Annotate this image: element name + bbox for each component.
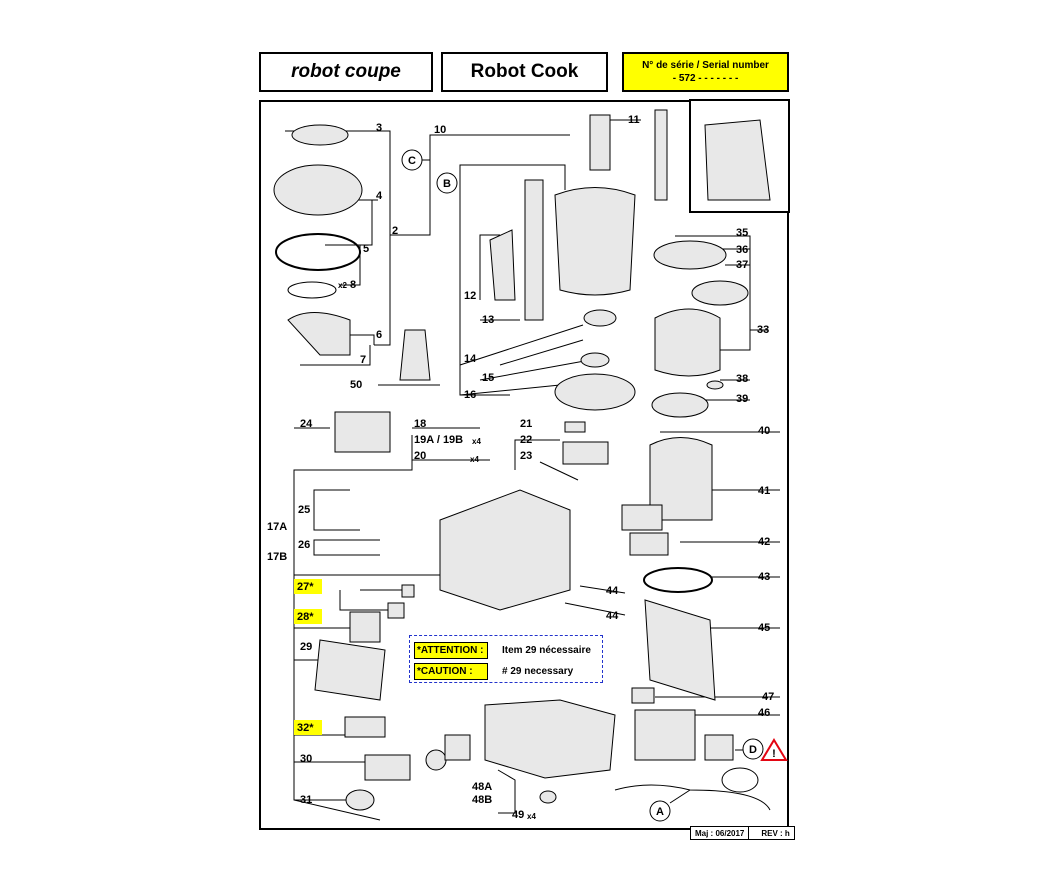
label-6: 6 xyxy=(376,329,382,341)
label-16: 16 xyxy=(464,389,476,401)
label-5: 5 xyxy=(363,243,369,255)
label-23: 23 xyxy=(520,450,532,462)
label-14: 14 xyxy=(464,353,477,365)
label-47: 47 xyxy=(762,691,774,703)
footer-date: Maj : 06/2017 xyxy=(695,828,745,838)
label-33: 33 xyxy=(757,324,769,336)
label-22: 22 xyxy=(520,434,532,446)
label-19ab: 19A / 19B xyxy=(414,434,463,446)
callout-d: D xyxy=(749,744,757,756)
label-x2: x2 xyxy=(338,281,347,290)
callout-b: B xyxy=(443,178,451,190)
label-48b: 48B xyxy=(472,794,492,806)
title-text: Robot Cook xyxy=(470,61,579,82)
document-title: Robot Cook xyxy=(441,52,608,92)
label-x4-b: x4 xyxy=(470,455,479,464)
logo-text: robot coupe xyxy=(291,61,401,82)
label-4: 4 xyxy=(376,190,383,202)
label-15: 15 xyxy=(482,372,494,384)
label-36: 36 xyxy=(736,244,748,256)
callout-a: A xyxy=(656,806,664,818)
label-18: 18 xyxy=(414,418,426,430)
highlight-32 xyxy=(294,720,322,735)
label-28: 28* xyxy=(297,611,314,623)
attention-notice: *ATTENTION : Item 29 nécessaire *CAUTION… xyxy=(409,635,603,683)
label-49: 49 xyxy=(512,809,524,821)
label-42: 42 xyxy=(758,536,770,548)
attention-label: *ATTENTION : xyxy=(414,641,488,659)
label-31: 31 xyxy=(300,794,312,806)
label-46: 46 xyxy=(758,707,770,719)
serial-label: N° de série / Serial number xyxy=(642,60,769,71)
label-50: 50 xyxy=(350,379,362,391)
label-25: 25 xyxy=(298,504,310,516)
callout-c: C xyxy=(408,155,416,167)
footer-rev: REV : h xyxy=(761,828,790,838)
label-17a: 17A xyxy=(267,521,287,533)
label-7: 7 xyxy=(360,354,366,366)
label-13: 13 xyxy=(482,314,494,326)
label-40: 40 xyxy=(758,425,770,437)
robot-coupe-logo: robot coupe xyxy=(259,52,433,92)
diagram-frame xyxy=(259,100,789,830)
highlight-27 xyxy=(294,579,322,594)
svg-text:!: ! xyxy=(772,748,776,760)
label-37: 37 xyxy=(736,259,748,271)
attention-text: Item 29 nécessaire xyxy=(502,644,591,656)
warning-icon xyxy=(760,738,788,761)
label-17b: 17B xyxy=(267,551,287,563)
label-26: 26 xyxy=(298,539,310,551)
label-35: 35 xyxy=(736,227,748,239)
label-29: 29 xyxy=(300,641,312,653)
label-10: 10 xyxy=(434,124,446,136)
label-41: 41 xyxy=(758,485,770,497)
label-24: 24 xyxy=(300,418,313,430)
label-44-a: 44 xyxy=(606,585,619,597)
label-20: 20 xyxy=(414,450,426,462)
label-3: 3 xyxy=(376,122,382,134)
serial-value: - 572 - - - - - - - xyxy=(672,73,739,84)
label-30: 30 xyxy=(300,753,312,765)
label-48a: 48A xyxy=(472,781,492,793)
label-38: 38 xyxy=(736,373,748,385)
label-11: 11 xyxy=(628,114,640,126)
label-32: 32* xyxy=(297,722,314,734)
label-12: 12 xyxy=(464,290,476,302)
label-27: 27* xyxy=(297,581,314,593)
label-2: 2 xyxy=(392,225,398,237)
label-43: 43 xyxy=(758,571,770,583)
label-21: 21 xyxy=(520,418,532,430)
label-x4-c: x4 xyxy=(527,812,536,821)
caution-text: # 29 necessary xyxy=(502,665,574,677)
caution-label: *CAUTION : xyxy=(414,662,488,680)
highlight-28 xyxy=(294,609,322,624)
serial-number-box: N° de série / Serial number - 572 - - - … xyxy=(622,52,789,92)
label-44-b: 44 xyxy=(606,610,619,622)
label-x4-a: x4 xyxy=(472,437,481,446)
label-39: 39 xyxy=(736,393,748,405)
label-45: 45 xyxy=(758,622,770,634)
revision-footer: Maj : 06/2017 REV : h xyxy=(690,826,795,840)
label-8: 8 xyxy=(350,279,356,291)
